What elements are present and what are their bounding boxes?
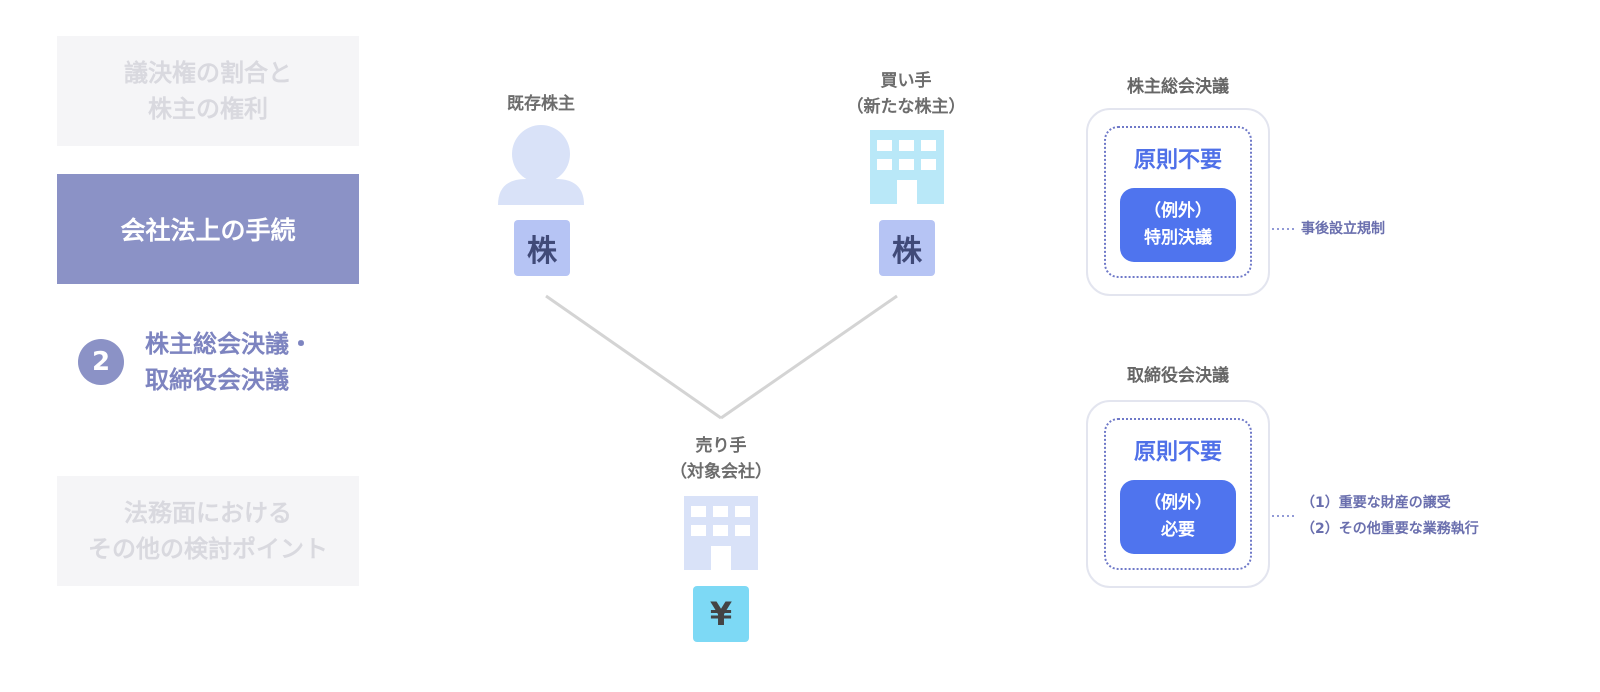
- nav-item-company-law-procedures[interactable]: 会社法上の手続: [57, 174, 359, 284]
- shareholders-meeting-exception: （例外） 特別決議: [1120, 188, 1236, 262]
- nav-item-label-line1: 議決権の割合と: [124, 59, 292, 87]
- building-icon-seller: [684, 496, 758, 570]
- step-label: 株主総会決議・ 取締役会決議: [145, 326, 313, 398]
- exception-line2: 必要: [1161, 520, 1195, 540]
- board-meeting-exception: （例外） 必要: [1120, 480, 1236, 554]
- board-meeting-inner: 原則不要 （例外） 必要: [1104, 418, 1252, 570]
- shareholders-meeting-box: 原則不要 （例外） 特別決議: [1086, 108, 1270, 296]
- step-label-line2: 取締役会決議: [145, 366, 289, 394]
- exception-line1: （例外）: [1144, 493, 1212, 513]
- board-meeting-title: 取締役会決議: [1127, 366, 1229, 386]
- nav-subitem-resolutions[interactable]: 2 株主総会決議・ 取締役会決議: [78, 327, 368, 397]
- nav-item-label-line1: 法務面における: [124, 499, 292, 527]
- board-meeting-principle: 原則不要: [1133, 440, 1222, 465]
- board-note-2: （2）その他重要な業務執行: [1301, 521, 1479, 537]
- connector-buyer-to-seller: [720, 294, 898, 420]
- existing-shareholder-text: 既存株主: [507, 94, 575, 114]
- post-establishment-note: 事後設立規制: [1301, 221, 1385, 237]
- nav-item-voting-rights[interactable]: 議決権の割合と 株主の権利: [57, 36, 359, 146]
- building-icon-buyer: [870, 130, 944, 204]
- yen-icon: ¥: [693, 586, 749, 642]
- person-icon: [498, 125, 584, 205]
- connector-existing-to-seller: [545, 294, 722, 420]
- buyer-label-line2: （新たな株主）: [846, 97, 966, 117]
- shareholders-meeting-principle: 原則不要: [1133, 148, 1222, 173]
- share-icon-buyer: 株: [879, 220, 935, 276]
- nav-item-label-line2: 株主の権利: [148, 95, 268, 123]
- seller-label-line2: （対象会社）: [670, 462, 772, 482]
- board-meeting-notes: （1）重要な財産の譲受 （2）その他重要な業務執行: [1301, 490, 1479, 542]
- board-meeting-box: 原則不要 （例外） 必要: [1086, 400, 1270, 588]
- existing-shareholder-label: 既存株主: [471, 91, 611, 117]
- seller-label: 売り手 （対象会社）: [651, 433, 791, 485]
- nav-item-label: 会社法上の手続: [120, 216, 296, 245]
- shareholders-meeting-inner: 原則不要 （例外） 特別決議: [1104, 126, 1252, 278]
- buyer-label: 買い手 （新たな株主）: [826, 68, 986, 120]
- step-number-badge: 2: [78, 339, 124, 385]
- step-label-line1: 株主総会決議・: [145, 330, 313, 358]
- buyer-label-line1: 買い手: [880, 71, 932, 91]
- nav-item-label-line2: その他の検討ポイント: [88, 535, 328, 563]
- seller-label-line1: 売り手: [695, 436, 747, 456]
- board-note-1: （1）重要な財産の譲受: [1301, 495, 1451, 511]
- exception-line2: 特別決議: [1144, 228, 1212, 248]
- shareholders-meeting-title: 株主総会決議: [1127, 77, 1229, 97]
- share-icon-existing: 株: [514, 220, 570, 276]
- nav-item-other-legal-points[interactable]: 法務面における その他の検討ポイント: [57, 476, 359, 586]
- exception-line1: （例外）: [1144, 201, 1212, 221]
